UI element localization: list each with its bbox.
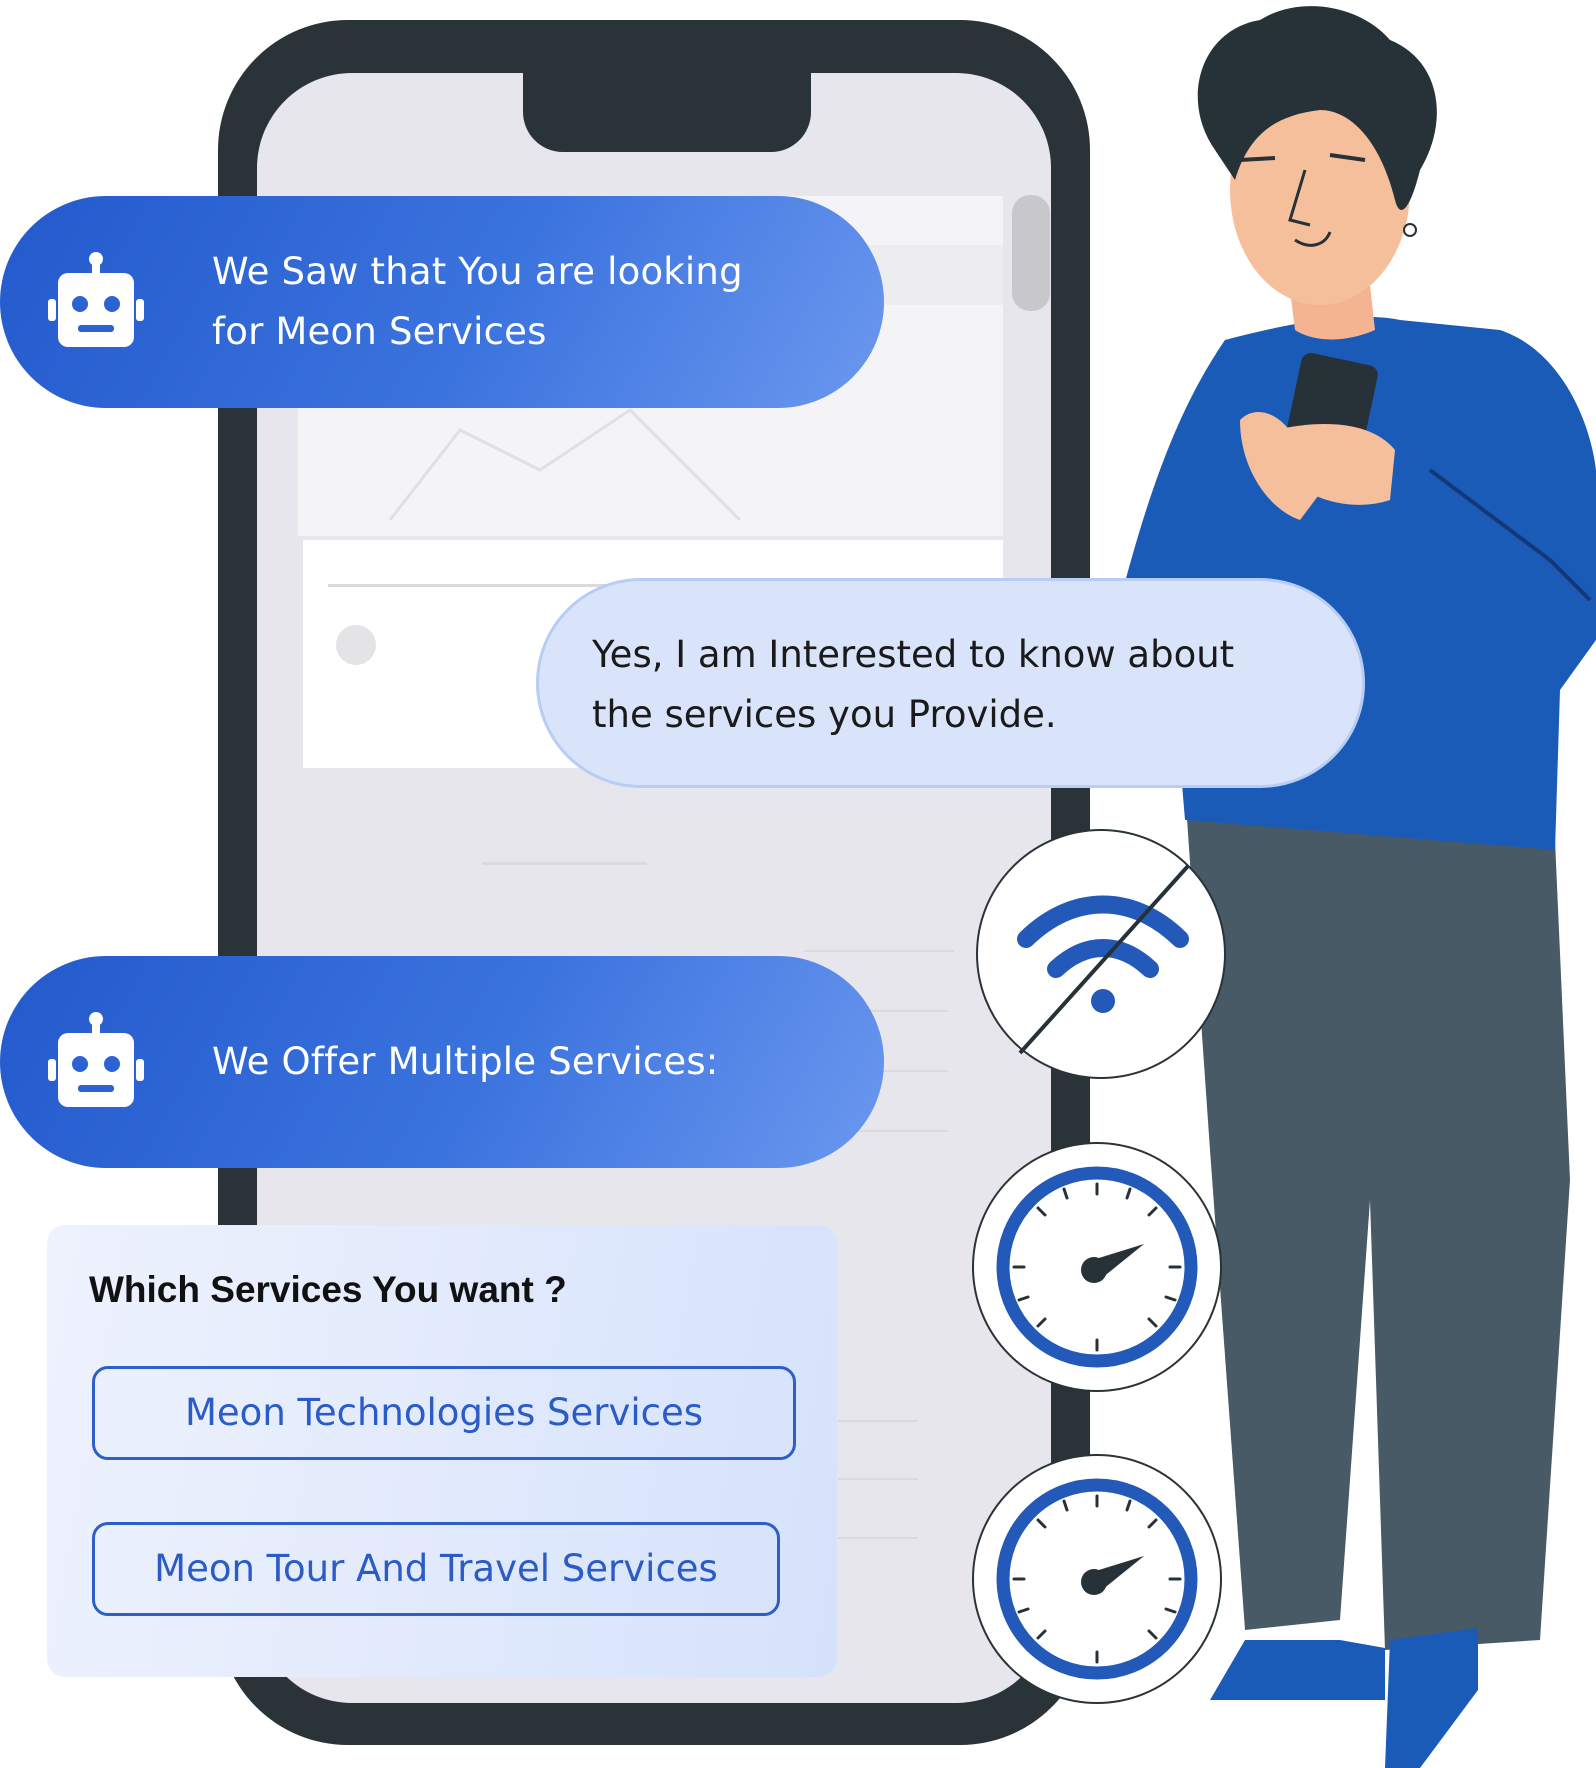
placeholder-line [482,862,647,865]
placeholder-line [838,1537,918,1539]
image-placeholder-icon [388,408,742,522]
option-meon-tour-travel-button[interactable]: Meon Tour And Travel Services [92,1522,780,1616]
wifi-off-badge [976,829,1226,1079]
user-message-line2: the services you Provide. [592,693,1057,736]
speedometer-icon [996,1166,1198,1368]
placeholder-line [838,1130,948,1132]
placeholder-line [838,1070,948,1072]
robot-icon [48,1012,144,1107]
bot-message-1: We Saw that You are looking for Meon Ser… [0,196,884,408]
phone-notch [523,60,811,152]
bot-message-2: We Offer Multiple Services: [0,956,884,1168]
user-message: Yes, I am Interested to know about the s… [536,578,1365,788]
wifi-off-icon [1017,864,1190,1055]
speedometer-badge-2 [972,1454,1222,1704]
service-picker-card: Which Services You want ? Meon Technolog… [47,1225,837,1677]
bot-message-1-line2: for Meon Services [212,310,547,353]
placeholder-line [838,1010,948,1012]
speedometer-icon [996,1478,1198,1680]
placeholder-avatar [336,625,376,665]
placeholder-line [838,1420,918,1422]
placeholder-line [838,1478,918,1480]
user-message-text: Yes, I am Interested to know about the s… [592,625,1234,745]
bot-message-2-text: We Offer Multiple Services: [212,1040,719,1083]
bot-message-1-line1: We Saw that You are looking [212,250,743,293]
service-picker-title: Which Services You want ? [89,1269,567,1310]
person-illustration [1110,6,1596,1768]
scrollbar[interactable] [1012,195,1050,311]
speedometer-badge-1 [972,1142,1222,1392]
placeholder-line [328,584,668,587]
user-message-line1: Yes, I am Interested to know about [592,633,1235,676]
option-meon-technologies-button[interactable]: Meon Technologies Services [92,1366,796,1460]
robot-icon [48,252,144,347]
placeholder-line [804,950,954,952]
